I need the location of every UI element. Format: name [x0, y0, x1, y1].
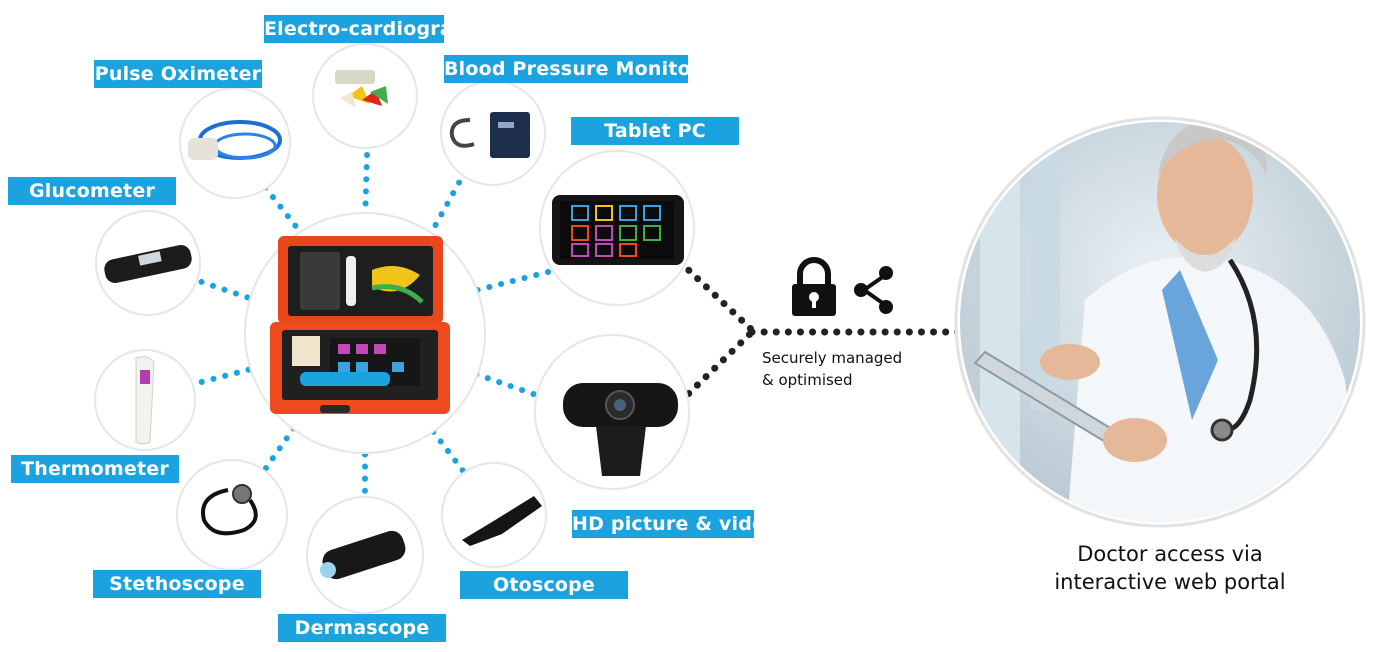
secure-caption: Securely managed & optimised — [762, 347, 902, 391]
label-hd-picture-video: HD picture & video — [572, 510, 778, 538]
secure-caption-line2: & optimised — [762, 371, 853, 389]
label-pulse-oximeter: Pulse Oximeter — [94, 60, 262, 88]
device-otoscope — [441, 462, 547, 568]
doctor-caption: Doctor access via interactive web portal — [1010, 540, 1330, 596]
device-hd-camera — [534, 334, 690, 490]
share-icon — [854, 266, 893, 314]
device-ecg — [312, 43, 418, 149]
secure-connection-dots — [676, 258, 984, 406]
medical-kit-case — [244, 212, 486, 454]
label-otoscope: Otoscope — [460, 571, 628, 599]
doctor-caption-line2: interactive web portal — [1054, 570, 1286, 594]
device-thermometer — [94, 349, 196, 451]
doctor-caption-line1: Doctor access via — [1077, 542, 1263, 566]
doctor-photo — [954, 116, 1366, 528]
label-electro-cardiograph: Electro-cardiograph — [264, 15, 480, 43]
label-thermometer: Thermometer — [11, 455, 179, 483]
device-pulse-oximeter — [179, 87, 291, 199]
label-tablet-pc: Tablet PC — [571, 117, 739, 145]
secure-caption-line1: Securely managed — [762, 349, 903, 367]
device-blood-pressure-monitor — [440, 80, 546, 186]
label-stethoscope: Stethoscope — [93, 570, 261, 598]
label-dermascope: Dermascope — [278, 614, 446, 642]
device-glucometer — [95, 210, 201, 316]
device-stethoscope — [176, 459, 288, 571]
label-blood-pressure-monitor: Blood Pressure Monitor — [444, 55, 700, 83]
device-dermascope — [306, 496, 424, 614]
device-tablet-pc — [539, 150, 695, 306]
label-glucometer: Glucometer — [8, 177, 176, 205]
lock-icon — [792, 257, 836, 316]
